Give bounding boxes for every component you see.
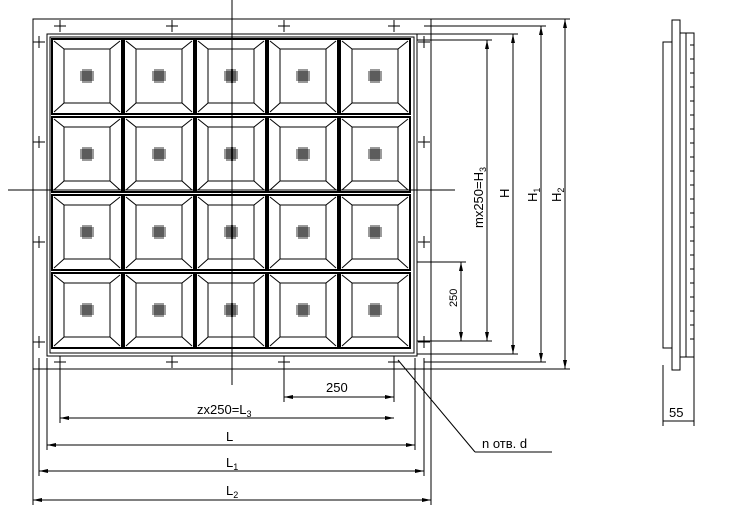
- panel-cell: [339, 194, 411, 271]
- cell-mark: [296, 303, 310, 317]
- dim-L: L: [226, 429, 233, 444]
- panel-cell: [267, 116, 339, 193]
- cell-mark: [296, 147, 310, 161]
- bolt-mark: [166, 356, 178, 368]
- side-view: 55: [662, 19, 695, 426]
- panel-cell: [339, 38, 411, 115]
- cell-mark: [368, 225, 382, 239]
- cell-mark: [368, 69, 382, 83]
- dim-mx250: mx250=H3: [471, 167, 488, 228]
- panel-cell: [195, 194, 267, 271]
- dim-H: H: [497, 189, 512, 198]
- cell-mark: [152, 147, 166, 161]
- cell-mark: [224, 69, 238, 83]
- dim-L1: L1: [226, 455, 238, 472]
- panel-cell: [339, 116, 411, 193]
- panel-cell: [267, 38, 339, 115]
- dim-55: 55: [669, 405, 683, 420]
- cell-mark: [224, 303, 238, 317]
- dim-H2: H2: [549, 188, 566, 202]
- bolt-mark: [418, 336, 430, 348]
- panel-cell: [267, 272, 339, 349]
- panel-cell: [267, 194, 339, 271]
- cell-mark: [224, 225, 238, 239]
- bolt-mark: [418, 36, 430, 48]
- bolt-mark: [33, 236, 45, 248]
- bolt-mark: [388, 20, 400, 32]
- side-body: [679, 32, 695, 358]
- panel-cell: [339, 272, 411, 349]
- cell-mark: [224, 147, 238, 161]
- panel-cell: [51, 116, 123, 193]
- cell-mark: [80, 225, 94, 239]
- panel-cell: [195, 38, 267, 115]
- right-dimensions: mx250=H3 H H1 H2 250: [417, 18, 570, 370]
- cell-mark: [80, 69, 94, 83]
- cell-mark: [368, 147, 382, 161]
- panel-cell: [51, 38, 123, 115]
- dim-zx250: zx250=L3: [197, 402, 252, 419]
- cell-mark: [296, 69, 310, 83]
- bolt-mark: [418, 136, 430, 148]
- panel-cell: [51, 272, 123, 349]
- cell-mark: [152, 303, 166, 317]
- bolt-mark: [33, 36, 45, 48]
- side-flange: [662, 41, 673, 349]
- bolt-mark: [418, 236, 430, 248]
- bolt-mark: [278, 20, 290, 32]
- side-ticks: [690, 44, 694, 340]
- panel-cell: [195, 272, 267, 349]
- dim-H1: H1: [525, 188, 542, 202]
- cell-mark: [80, 303, 94, 317]
- panel-cell: [123, 272, 195, 349]
- panel-cells: [51, 38, 411, 349]
- cell-mark: [296, 225, 310, 239]
- cell-mark: [152, 69, 166, 83]
- side-plate: [671, 19, 681, 371]
- dim-holes: n отв. d: [482, 436, 527, 451]
- dim-250-vertical: 250: [448, 289, 460, 307]
- front-view: [8, 0, 455, 385]
- dim-L2: L2: [226, 483, 238, 500]
- bolt-mark: [33, 336, 45, 348]
- dim-250-bottom: 250: [326, 380, 348, 395]
- panel-cell: [195, 116, 267, 193]
- panel-cell: [51, 194, 123, 271]
- panel-cell: [123, 194, 195, 271]
- bolt-mark: [166, 20, 178, 32]
- bottom-dimensions: 250 zx250=L3 L L1 L2 n отв. d: [32, 358, 552, 505]
- cell-mark: [368, 303, 382, 317]
- cell-mark: [80, 147, 94, 161]
- panel-cell: [123, 38, 195, 115]
- bolt-mark: [33, 136, 45, 148]
- cell-mark: [152, 225, 166, 239]
- bolt-mark: [54, 20, 66, 32]
- panel-cell: [123, 116, 195, 193]
